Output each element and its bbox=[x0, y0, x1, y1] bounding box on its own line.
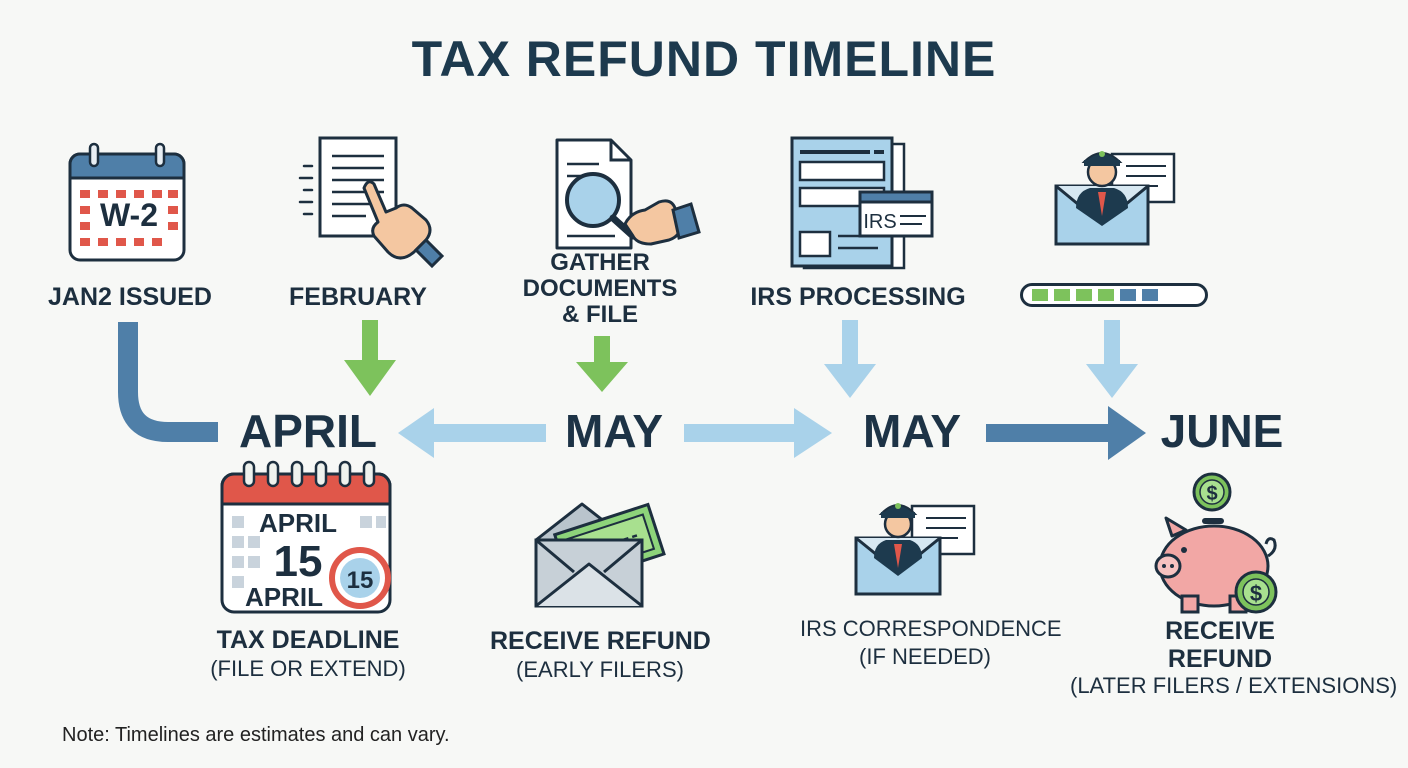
step-gather-label: GATHER DOCUMENTS & FILE bbox=[490, 250, 710, 328]
piggy-bank-icon: $ $ bbox=[1154, 472, 1278, 614]
cal-month-top: APRIL bbox=[259, 508, 337, 538]
month-june: JUNE bbox=[1160, 405, 1284, 457]
irs-forms-icon: IRS bbox=[790, 136, 934, 270]
gather-down-arrow bbox=[576, 336, 628, 392]
progress-down-arrow bbox=[1086, 320, 1138, 398]
footnote: Note: Timelines are estimates and can va… bbox=[62, 724, 450, 746]
receive-refund-later-line-1: RECEIVE bbox=[1165, 617, 1275, 645]
progress-segment bbox=[1142, 289, 1158, 301]
progress-segment bbox=[1098, 289, 1114, 301]
progress-segment bbox=[1076, 289, 1092, 301]
step-gather-line-3: & FILE bbox=[562, 301, 638, 328]
receive-refund-early-sublabel: (EARLY FILERS) bbox=[516, 657, 684, 682]
irs-badge: IRS bbox=[863, 211, 896, 233]
receive-refund-later-sublabel: (LATER FILERS / EXTENSIONS) bbox=[1070, 673, 1398, 698]
irs-correspondence-label: IRS CORRESPONDENCE bbox=[800, 616, 1062, 641]
receive-refund-later-label: RECEIVE REFUND bbox=[1110, 617, 1330, 673]
step-february-label: FEBRUARY bbox=[289, 283, 427, 311]
receive-refund-later-line-2: REFUND bbox=[1167, 645, 1273, 673]
jan-to-april-connector bbox=[118, 322, 218, 442]
step-irs-processing-label: IRS PROCESSING bbox=[750, 283, 966, 311]
coin-top-symbol: $ bbox=[1206, 483, 1217, 505]
february-down-arrow bbox=[344, 320, 396, 396]
tax-deadline-calendar-icon: APRIL 15 APRIL 15 bbox=[220, 460, 392, 614]
processing-progress-bar bbox=[1020, 283, 1208, 307]
step-jan-label: JAN2 ISSUED bbox=[48, 283, 212, 311]
progress-segment bbox=[1120, 289, 1136, 301]
receive-refund-early-label: RECEIVE REFUND bbox=[490, 627, 711, 655]
page-title: TAX REFUND TIMELINE bbox=[411, 31, 997, 87]
coin-bottom-symbol: $ bbox=[1250, 581, 1262, 606]
may-to-may-arrow bbox=[684, 408, 832, 458]
irs-correspondence-sublabel: (IF NEEDED) bbox=[859, 644, 991, 669]
step-gather-line-2: DOCUMENTS bbox=[522, 275, 678, 302]
may-to-june-arrow bbox=[986, 406, 1146, 460]
cal-day: 15 bbox=[274, 537, 323, 586]
irs-down-arrow bbox=[824, 320, 876, 398]
progress-segment bbox=[1032, 289, 1048, 301]
document-magnifier-icon bbox=[555, 138, 701, 250]
document-pointing-hand-icon bbox=[298, 136, 445, 269]
irs-agent-envelope-icon bbox=[854, 503, 976, 596]
irs-agent-envelope-progress-icon bbox=[1054, 151, 1176, 246]
month-april: APRIL bbox=[239, 405, 377, 457]
may-to-april-arrow bbox=[398, 408, 546, 458]
month-may-2: MAY bbox=[863, 405, 961, 457]
calendar-w2-icon: W-2 bbox=[68, 142, 186, 262]
w2-badge: W-2 bbox=[100, 197, 158, 233]
tax-deadline-label: TAX DEADLINE bbox=[216, 626, 400, 654]
tax-deadline-sublabel: (FILE OR EXTEND) bbox=[210, 656, 406, 681]
cal-month-bottom: APRIL bbox=[245, 582, 323, 612]
deadline-circle-badge: 15 bbox=[347, 567, 374, 594]
refund-envelope-icon: $ bbox=[534, 502, 666, 608]
step-gather-line-1: GATHER bbox=[550, 249, 650, 276]
progress-segment bbox=[1054, 289, 1070, 301]
month-may-1: MAY bbox=[565, 405, 663, 457]
